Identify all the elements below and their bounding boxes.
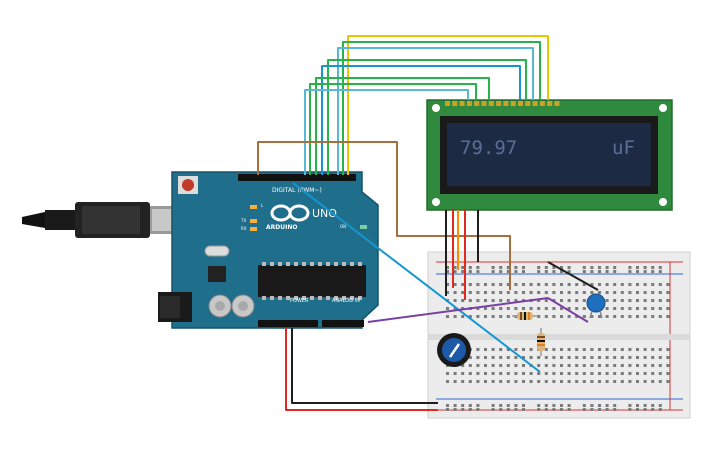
lcd-pin-header xyxy=(445,101,560,106)
lcd-module: 79.97 uF xyxy=(426,99,673,211)
analog-header xyxy=(322,320,364,327)
on-led xyxy=(360,225,367,229)
lcd-pin[interactable] xyxy=(532,101,538,106)
rx-label: RX xyxy=(241,226,247,231)
lcd-unit-text: uF xyxy=(612,137,635,159)
lcd-pin[interactable] xyxy=(539,101,545,106)
wire-red-5v[interactable] xyxy=(285,328,438,411)
l-led xyxy=(250,205,257,209)
lcd-value-text: 79.97 xyxy=(460,137,517,159)
wire-black-gnd[interactable] xyxy=(291,328,438,404)
lcd-pin[interactable] xyxy=(503,101,509,106)
wire-green-1[interactable] xyxy=(342,41,541,175)
wire-lightblue-2[interactable] xyxy=(304,89,469,175)
wires xyxy=(257,35,599,411)
lcd-pin[interactable] xyxy=(481,101,487,106)
rx-led xyxy=(250,227,257,231)
digital-label: DIGITAL (PWM~) xyxy=(272,187,322,194)
wire-purple-1[interactable] xyxy=(367,297,549,323)
wire-lightblue[interactable] xyxy=(337,47,534,175)
wire-green-4[interactable] xyxy=(309,83,477,175)
usb-cable xyxy=(22,202,180,238)
lcd-screen xyxy=(447,123,651,186)
resistor-horizontal[interactable] xyxy=(512,312,538,320)
lcd-pin[interactable] xyxy=(459,101,465,106)
wire-brown[interactable] xyxy=(257,141,511,290)
wire-green-2[interactable] xyxy=(327,59,527,175)
power-label: POWER xyxy=(290,298,309,304)
microcontroller-chip xyxy=(258,265,366,297)
analog-label: ANALOG IN xyxy=(332,298,360,304)
lcd-pin[interactable] xyxy=(525,101,531,106)
potentiometer[interactable] xyxy=(437,333,471,367)
wire-black-diagonal[interactable] xyxy=(547,261,599,291)
lcd-pin[interactable] xyxy=(496,101,502,106)
lcd-pin[interactable] xyxy=(510,101,516,106)
lcd-pin[interactable] xyxy=(518,101,523,106)
lcd-pin[interactable] xyxy=(547,101,553,106)
arduino-model: UNO xyxy=(312,207,337,220)
arduino-brand: ARDUINO xyxy=(266,224,297,231)
lcd-pin[interactable] xyxy=(488,101,494,106)
breadboard xyxy=(427,251,691,419)
tx-label: TX xyxy=(240,218,246,223)
resistor-vertical[interactable] xyxy=(537,328,545,356)
digital-header xyxy=(238,174,356,181)
on-label: ON xyxy=(340,224,346,229)
wire-yellow[interactable] xyxy=(347,35,549,175)
capacitor[interactable] xyxy=(586,293,606,319)
wire-blue-2[interactable] xyxy=(292,182,541,373)
arduino-logo-icon xyxy=(270,204,310,222)
wire-blue-1[interactable] xyxy=(321,65,521,175)
lcd-pin[interactable] xyxy=(452,101,458,106)
power-header xyxy=(258,320,318,327)
wire-purple-2[interactable] xyxy=(547,297,589,323)
arduino-board: ARDUINO UNO DIGITAL (PWM~) POWER ANALOG … xyxy=(158,171,379,329)
l-label: L xyxy=(261,203,264,208)
wire-green-3[interactable] xyxy=(315,77,490,175)
tx-led xyxy=(250,219,257,223)
lcd-pin[interactable] xyxy=(554,101,560,106)
lcd-pin[interactable] xyxy=(474,101,480,106)
lcd-pin[interactable] xyxy=(466,101,472,106)
lcd-pin[interactable] xyxy=(445,101,450,106)
